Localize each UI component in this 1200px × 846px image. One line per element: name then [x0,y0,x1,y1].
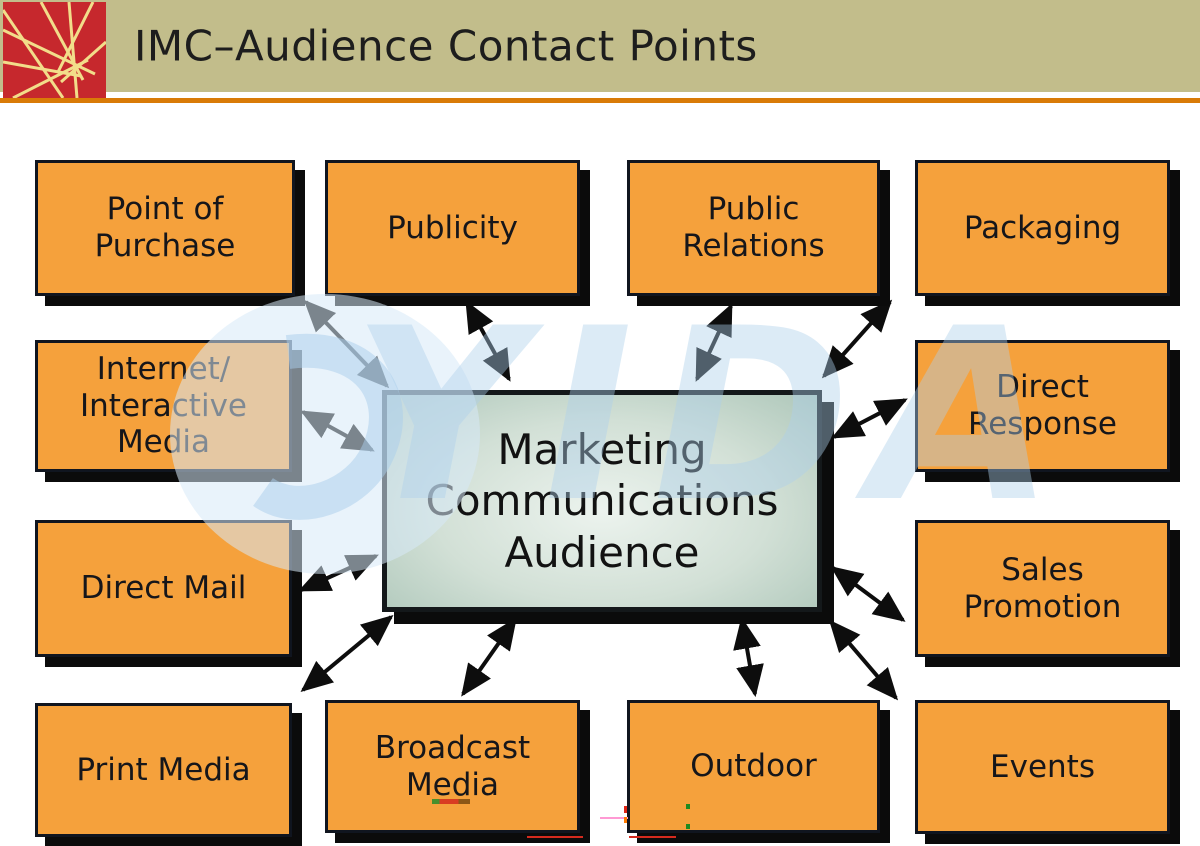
arrow-publicity [465,300,511,382]
arrow-outdoor [733,616,764,698]
node-label: Public Relations [682,191,825,264]
node-internet-interactive-media: Internet/ Interactive Media [35,340,292,472]
node-point-of-purchase: Point of Purchase [35,160,295,296]
arrow-direct-response [831,398,908,439]
node-label: Publicity [387,209,518,246]
node-label: Direct Response [968,369,1117,442]
node-sales-promotion: Sales Promotion [915,520,1170,657]
arrow-broadcast-media [461,617,517,697]
node-broadcast-media: Broadcast Media [325,700,580,833]
arrow-sales-promotion [830,566,906,622]
node-label: Point of Purchase [94,191,236,264]
node-label: Broadcast Media [374,729,531,803]
node-label: Outdoor [690,748,817,785]
node-label: Packaging [963,209,1122,246]
node-label: Sales Promotion [963,551,1122,625]
arrow-internet-interactive-media [300,410,375,452]
node-label: Print Media [76,751,251,788]
node-events: Events [915,700,1170,834]
node-print-media: Print Media [35,703,292,837]
node-label: Direct Mail [80,570,247,607]
node-public-relations: Public Relations [627,160,880,296]
node-packaging: Packaging [915,160,1170,296]
page-title: IMC–Audience Contact Points [134,21,758,71]
node-label: Events [990,748,1095,785]
arrow-public-relations [695,303,733,382]
arrow-print-media [300,614,394,693]
node-label: Internet/ Interactive Media [80,351,247,461]
abstract-logo-icon [3,2,106,98]
arrow-point-of-purchase [303,299,390,389]
header-divider [0,98,1200,103]
node-publicity: Publicity [325,160,580,296]
arrow-events [828,619,899,701]
center-node-label: Marketing Communications Audience [425,425,779,577]
arrow-packaging [821,299,893,379]
node-direct-mail: Direct Mail [35,520,292,657]
node-outdoor: Outdoor [627,700,880,833]
node-marketing-communications-audience: Marketing Communications Audience [382,390,822,612]
title-bar: IMC–Audience Contact Points [0,0,1200,92]
arrow-direct-mail [298,554,379,592]
node-direct-response: Direct Response [915,340,1170,472]
